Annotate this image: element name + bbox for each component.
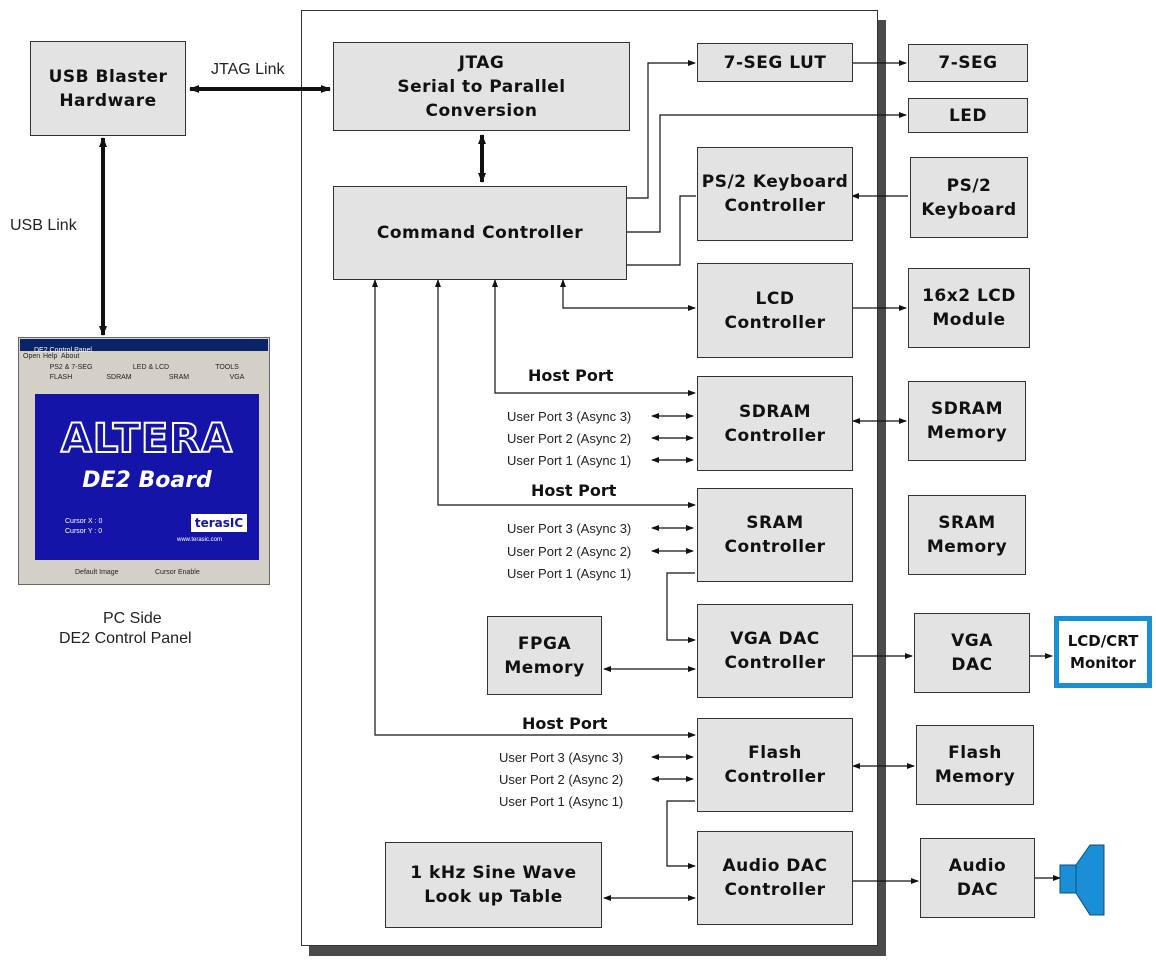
speaker-icon [1059,844,1105,916]
command-controller-block: Command Controller [333,186,627,280]
sdram-user-port-3: User Port 3 (Async 3) [507,409,632,424]
sram-user-port-1: User Port 1 (Async 1) [507,566,632,581]
window-title: DE2 Control Panel [34,347,92,354]
cursor-y: Cursor Y : 0 [65,528,103,535]
vga-dac-block: VGA DAC [914,613,1030,693]
lcd-module-block: 16x2 LCD Module [908,268,1030,348]
ps2-keyboard-block: PS/2 Keyboard [910,157,1028,238]
sdram-user-port-2: User Port 2 (Async 2) [507,431,632,446]
flash-host-port-label: Host Port [522,714,608,733]
cmd-to-7seg-line [627,60,696,199]
flash-controller-block: Flash Controller [697,718,853,812]
sram-user-port-2: User Port 2 (Async 2) [507,544,632,559]
fpga-memory-block: FPGA Memory [487,616,602,695]
usb-blaster-block: USB Blaster Hardware [30,41,186,136]
ps2-to-cmd-line [627,195,696,266]
cursor-enable-checkbox[interactable]: Cursor Enable [155,569,200,576]
control-panel-label: DE2 Control Panel [59,630,192,647]
control-panel-window: DE2 Control Panel Open Help About PS2 & … [18,337,270,585]
altera-logo: ALTERA [60,415,234,463]
cmd-to-lcd-line [560,279,696,311]
tab-flash[interactable]: FLASH [49,374,73,381]
vga-preview: ALTERA DE2 Board Cursor X : 0 Cursor Y :… [35,394,259,560]
jtag-block: JTAG Serial to Parallel Conversion [333,42,630,131]
sine-table-block: 1 kHz Sine Wave Look up Table [385,842,602,928]
flash-memory-block: Flash Memory [916,725,1034,805]
7seg-lut-block: 7-SEG LUT [697,43,853,82]
cursor-x: Cursor X : 0 [65,518,103,525]
window-title-bar: DE2 Control Panel [20,339,268,354]
lcd-controller-block: LCD Controller [697,263,853,358]
default-image-checkbox[interactable]: Default Image [75,569,119,576]
ps2-controller-block: PS/2 Keyboard Controller [697,147,853,241]
menu-about[interactable]: About [61,353,80,360]
led-block: LED [908,98,1028,133]
pc-side-label: PC Side [103,610,162,627]
menu-open[interactable]: Open [23,353,41,360]
sram-host-port-label: Host Port [531,481,617,500]
audio-dac-block: Audio DAC [920,838,1035,918]
tab-ps2-7seg[interactable]: PS2 & 7-SEG [49,364,93,371]
sdram-memory-block: SDRAM Memory [908,381,1026,461]
tab-sdram[interactable]: SDRAM [106,374,132,381]
flash-port1-audio-line [666,800,696,869]
flash-host-line [372,279,696,738]
cmd-to-led-line [627,112,907,233]
sram-memory-block: SRAM Memory [908,495,1026,575]
flash-user-port-2: User Port 2 (Async 2) [499,772,624,787]
jtag-link-label: JTAG Link [211,61,285,78]
terasic-url: www.terasic.com [177,537,223,543]
sram-controller-block: SRAM Controller [697,488,853,582]
audio-controller-block: Audio DAC Controller [697,831,853,925]
tab-tools[interactable]: TOOLS [215,364,239,371]
flash-user-port-1: User Port 1 (Async 1) [499,794,624,809]
flash-user-port-3: User Port 3 (Async 3) [499,750,624,765]
board-name: DE2 Board [82,468,212,493]
sdram-host-port-label: Host Port [528,366,614,385]
sram-user-port-3: User Port 3 (Async 3) [507,521,632,536]
monitor-block: LCD/CRT Monitor [1054,616,1152,688]
vga-controller-block: VGA DAC Controller [697,604,853,698]
usb-link-label: USB Link [10,217,77,234]
tab-led-lcd[interactable]: LED & LCD [132,364,170,371]
sdram-controller-block: SDRAM Controller [697,376,853,471]
sram-port1-vga-line [666,572,696,643]
tab-vga[interactable]: VGA [229,374,245,381]
sdram-user-port-1: User Port 1 (Async 1) [507,453,632,468]
7seg-block: 7-SEG [908,44,1028,82]
terasic-logo: terasIC [191,514,247,532]
menu-help[interactable]: Help [43,353,58,360]
tab-sram[interactable]: SRAM [168,374,190,381]
